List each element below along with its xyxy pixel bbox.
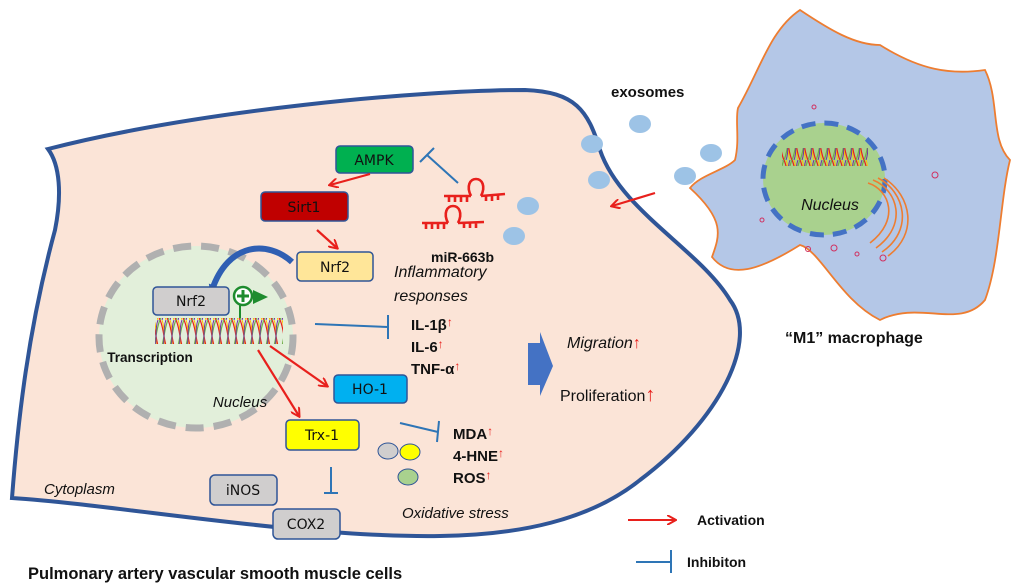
legend: Activation Inhibiton [628,512,765,573]
increase-arrow-icon: ↑ [487,424,493,438]
cytoplasm-label: Cytoplasm [44,481,115,498]
ho1-label: HO-1 [352,382,388,398]
ros-label: ROS [453,470,486,487]
exosome [581,135,603,153]
il1b-label: IL-1β [411,317,447,334]
golgi-apparatus-icon [867,177,909,257]
sirt1-label: Sirt1 [288,200,321,216]
nrf2-cytoplasm-label: Nrf2 [320,260,350,276]
translocation-arrow [208,245,295,295]
svg-text:TNF-α↑: TNF-α↑ [411,359,460,378]
svg-text:Proliferation↑: Proliferation↑ [560,384,655,406]
macrophage-label: “M1” macrophage [785,330,923,347]
inflammatory-heading-2: responses [394,288,468,305]
inhibit-mirna-ampk [419,147,459,184]
mirna-label: miR-663b [431,249,494,265]
macrophage-nucleus [760,120,888,238]
trx1-label: Trx-1 [304,428,339,444]
mirna-hairpin-icon [422,204,485,229]
increase-arrow-icon: ↑ [633,335,641,352]
mda-label: MDA [453,426,487,443]
svg-text:MDA↑: MDA↑ [453,424,493,443]
legend-inhibition-label: Inhibiton [687,554,746,570]
svg-text:Migration↑: Migration↑ [567,335,641,352]
exosomes [503,115,722,245]
macrophage-nucleus-label: Nucleus [801,197,859,214]
increase-arrow-icon: ↑ [454,359,460,373]
exosome [517,197,539,215]
ampk-label: AMPK [354,153,394,169]
increase-arrow-icon: ↑ [447,315,453,329]
exosome [503,227,525,245]
promoter-activation-icon [232,285,268,318]
legend-inhibition: Inhibiton [636,550,746,573]
increase-arrow-icon: ↑ [645,384,655,406]
node-ho1: HO-1 [333,374,408,404]
arrow-transcription-to-trx1 [257,349,299,416]
exosome [700,144,722,162]
tnfa-label: TNF-α [411,361,455,378]
increase-arrow-icon: ↑ [438,337,444,351]
exosome [674,167,696,185]
vesicles [759,104,939,262]
exosome [629,115,651,133]
legend-activation-label: Activation [697,512,765,528]
arrow-transcription-to-ho1 [269,345,327,386]
dna-strand-icon [155,318,283,344]
mirna-hairpin-icon [444,177,506,202]
cox2-label: COX2 [287,517,325,533]
figure-title: Pulmonary artery vascular smooth muscle … [28,565,402,583]
inhibit-trx1-inos-cox2 [324,467,338,494]
svg-text:4-HNE↑: 4-HNE↑ [453,446,504,465]
node-ampk: AMPK [335,145,414,174]
arrow-ampk-to-sirt1 [330,172,371,185]
il6-label: IL-6 [411,339,438,356]
inflammatory-list: IL-1β↑ IL-6↑ TNF-α↑ [411,315,460,378]
exosome [588,171,610,189]
increase-arrow-icon: ↑ [486,468,492,482]
node-inos: iNOS [209,474,278,506]
legend-activation: Activation [628,512,765,528]
node-nrf2-cytoplasm: Nrf2 [296,251,374,282]
nucleus-label: Nucleus [213,394,268,411]
exosomes-label: exosomes [611,84,684,101]
arrow-exosome-entry [612,191,656,206]
inhibit-nrf2-inflammation [314,315,389,339]
svg-text:IL-1β↑: IL-1β↑ [411,315,453,334]
transcription-label: Transcription [107,350,193,365]
macrophage-dna-icon [782,148,868,166]
nrf2-nucleus-label: Nrf2 [176,294,206,310]
oxidative-stress-label: Oxidative stress [402,505,509,522]
oxidative-molecules-icon [377,442,421,486]
inflammatory-heading: Inflammatory [394,264,487,281]
4hne-label: 4-HNE [453,448,498,465]
node-cox2: COX2 [272,508,341,540]
proliferation-label: Proliferation [560,388,645,405]
node-sirt1: Sirt1 [260,191,349,222]
inhibit-ho1-oxidative [399,420,440,443]
migration-label: Migration [567,335,633,352]
node-nrf2-nucleus: Nrf2 [152,286,230,316]
inos-label: iNOS [226,483,260,499]
svg-text:IL-6↑: IL-6↑ [411,337,444,356]
arrow-sirt1-to-nrf2 [316,229,337,248]
outcome-arrow-icon [528,332,553,396]
oxidative-list: MDA↑ 4-HNE↑ ROS↑ [453,424,504,487]
node-trx1: Trx-1 [285,419,360,451]
svg-text:ROS↑: ROS↑ [453,468,492,487]
increase-arrow-icon: ↑ [498,446,504,460]
